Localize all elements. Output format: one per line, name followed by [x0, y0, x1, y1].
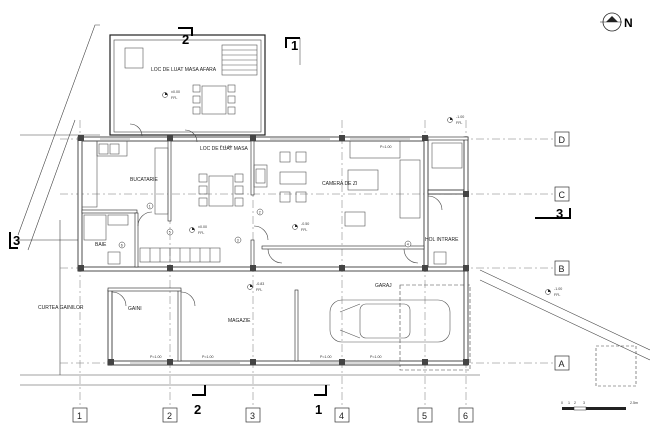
section-3-right: 3: [556, 206, 563, 221]
scale-bar: 0 1 2 3 2.5m: [561, 401, 638, 411]
svg-text:±0.00: ±0.00: [198, 225, 207, 229]
svg-text:1: 1: [568, 401, 570, 405]
level-marker-living: -0.50 FFL: [292, 222, 309, 232]
grid-row-a: A: [559, 359, 565, 369]
room-kitchen: BUCATARIE: [130, 177, 159, 183]
svg-text:-0.50: -0.50: [301, 222, 309, 226]
svg-text:FFL: FFL: [456, 121, 462, 125]
svg-text:5: 5: [169, 230, 171, 234]
svg-text:FFL: FFL: [198, 231, 204, 235]
level-marker-storage: -0.83 FFL: [247, 282, 264, 292]
svg-text:2: 2: [574, 401, 576, 405]
svg-text:-0.83: -0.83: [256, 282, 264, 286]
svg-text:P=1.00: P=1.00: [220, 145, 232, 149]
room-living: CAMERA DE ZI: [322, 181, 357, 187]
svg-text:0: 0: [561, 401, 563, 405]
svg-text:P=1.00: P=1.00: [380, 145, 392, 149]
grid-row-d: D: [559, 135, 566, 145]
svg-text:FFL: FFL: [256, 288, 262, 292]
section-2-top: 2: [182, 32, 189, 47]
level-marker-garage-right: -1.00 FFL: [545, 287, 562, 297]
svg-text:-1.00: -1.00: [554, 287, 562, 291]
svg-text:FFL: FFL: [554, 293, 560, 297]
svg-text:2.5m: 2.5m: [630, 401, 638, 405]
sill-labels: P=1.00 P=1.00 P=1.00 P=1.00 P=1.00 P=1.0…: [150, 145, 392, 359]
svg-text:P=1.00: P=1.00: [370, 355, 382, 359]
room-storage: MAGAZIE: [228, 318, 251, 324]
furniture: [81, 140, 463, 343]
svg-text:FFL: FFL: [301, 228, 307, 232]
svg-text:3: 3: [237, 238, 239, 242]
grid-row-labels: D C B A: [554, 131, 570, 371]
section-2-bottom: 2: [194, 402, 201, 417]
svg-text:±0.00: ±0.00: [171, 90, 180, 94]
svg-text:4: 4: [407, 242, 409, 246]
north-arrow: N: [600, 12, 633, 32]
svg-text:P=1.00: P=1.00: [202, 355, 214, 359]
level-marker-exterior-right: -1.00 FFL: [447, 115, 464, 125]
north-label: N: [624, 16, 633, 30]
room-garage: GARAJ: [375, 283, 392, 289]
svg-text:-1.00: -1.00: [456, 115, 464, 119]
room-entrance: HOL INTRARE: [425, 237, 459, 243]
room-labels: LOC DE LUAT MASA AFARA LOC DE LUAT MASA …: [38, 67, 459, 324]
level-marker-interior: ±0.00 FFL: [189, 225, 207, 235]
svg-text:6: 6: [121, 243, 123, 247]
svg-text:FFL: FFL: [171, 96, 177, 100]
site-lines: [17, 24, 650, 387]
grid-col-labels: 1 2 3 4 5 6: [72, 407, 474, 423]
grid-col-4: 4: [339, 411, 344, 421]
columns: [78, 135, 469, 365]
level-markers: ±0.00 FFL ±0.00 FFL -0.50 FFL -0.83 FFL …: [162, 90, 562, 297]
doors: [111, 123, 443, 307]
room-henhouse-yard: CURTEA GAINILOR: [38, 305, 84, 311]
room-bath: BAIE: [95, 242, 107, 248]
grid-col-1: 1: [77, 411, 82, 421]
room-henhouse: GAINI: [128, 306, 142, 312]
grid-row-b: B: [559, 264, 565, 274]
svg-text:3: 3: [583, 401, 585, 405]
walls: [77, 136, 469, 366]
svg-text:1: 1: [149, 204, 151, 208]
svg-text:2: 2: [259, 210, 261, 214]
section-markers: 1 2 2 1 3 3: [9, 27, 571, 417]
section-1-bottom: 1: [315, 402, 322, 417]
section-1-top: 1: [291, 38, 298, 53]
room-numbers: 1 2 3 4 5 6: [118, 202, 412, 249]
room-dining: LOC DE LUAT MASA: [200, 146, 249, 152]
grid-col-3: 3: [250, 411, 255, 421]
grid-col-6: 6: [463, 411, 468, 421]
section-3-left: 3: [13, 233, 20, 248]
terrace: [109, 34, 266, 136]
svg-text:P=1.00: P=1.00: [320, 355, 332, 359]
room-outdoor-dining: LOC DE LUAT MASA AFARA: [151, 67, 217, 73]
grid-col-2: 2: [167, 411, 172, 421]
level-marker-terrace: ±0.00 FFL: [162, 90, 180, 100]
svg-text:P=1.00: P=1.00: [150, 355, 162, 359]
grid-row-c: C: [559, 190, 566, 200]
grid-col-5: 5: [422, 411, 427, 421]
